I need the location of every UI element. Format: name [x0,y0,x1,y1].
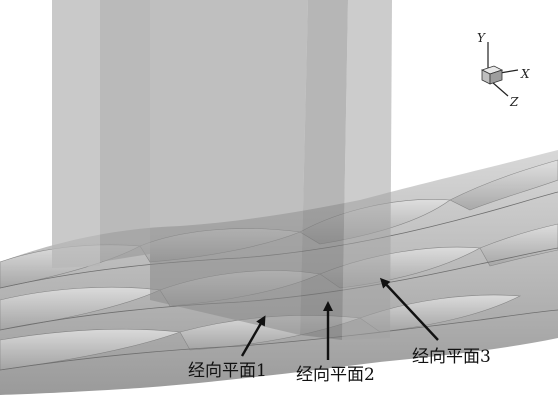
plane-back-mid [100,0,150,262]
arrow-3 [379,277,439,341]
plane-back-left [52,0,100,268]
label-plane-1: 经向平面1 [188,361,267,381]
plane-2 [300,0,348,340]
z-axis-label: Z [509,95,519,109]
y-axis-label: Y [477,31,486,45]
arrow-1 [240,315,266,357]
meridional-planes [52,0,392,340]
plane-3 [342,0,392,340]
plane-1 [150,0,308,335]
annotation-arrows [240,277,439,360]
axes-cube-icon [480,65,504,85]
label-plane-3: 经向平面3 [412,347,491,367]
z-axis-line [491,81,509,97]
label-plane-2: 经向平面2 [296,365,375,385]
axes-triad: Y X Z [477,31,530,109]
x-axis-label: X [520,67,530,81]
